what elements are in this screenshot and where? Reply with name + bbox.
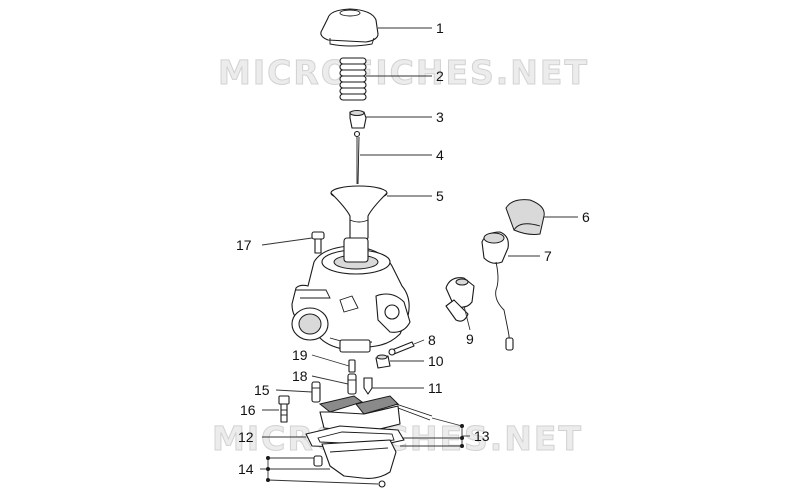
choke-lever-part (445, 277, 475, 322)
carburetor-body-part (291, 237, 411, 353)
callout-10: 10 (428, 353, 444, 369)
callout-13: 13 (474, 428, 490, 444)
leader-lines (260, 27, 578, 485)
needle-jet-part (347, 373, 357, 395)
callout-4: 4 (436, 147, 444, 163)
spring-part (339, 57, 367, 101)
callout-labels: 1 2 3 4 5 6 7 8 9 10 11 12 13 14 15 16 1… (236, 20, 590, 477)
pilot-screw-part (278, 395, 290, 423)
watermark-top: MICROFICHES.NET (218, 53, 589, 92)
float-needle-part (363, 377, 373, 395)
callout-6: 6 (582, 209, 590, 225)
callout-5: 5 (436, 188, 444, 204)
nut-part (375, 354, 391, 369)
cap-part (505, 199, 545, 235)
callout-8: 8 (428, 332, 436, 348)
float-bowl-part (313, 439, 397, 488)
screw-part-17 (311, 231, 325, 254)
callout-1: 1 (436, 20, 444, 36)
jet-part-19 (348, 359, 356, 373)
callout-15: 15 (254, 382, 270, 398)
callout-16: 16 (240, 402, 256, 418)
callout-14: 14 (238, 461, 254, 477)
callout-7: 7 (544, 248, 552, 264)
diaphragm-slide-part (330, 185, 388, 241)
top-cover-part (320, 8, 379, 47)
callout-3: 3 (436, 109, 444, 125)
needle-part (353, 130, 361, 185)
callout-18: 18 (292, 368, 308, 384)
callout-19: 19 (292, 347, 308, 363)
starter-part (481, 231, 514, 351)
callout-11: 11 (428, 380, 443, 396)
adjust-screw-part (388, 341, 415, 356)
spring-seat-part (349, 110, 367, 129)
callout-9: 9 (466, 331, 474, 347)
main-jet-part (311, 381, 321, 403)
callout-2: 2 (436, 68, 444, 84)
callout-17: 17 (236, 237, 252, 253)
callout-12: 12 (238, 429, 254, 445)
